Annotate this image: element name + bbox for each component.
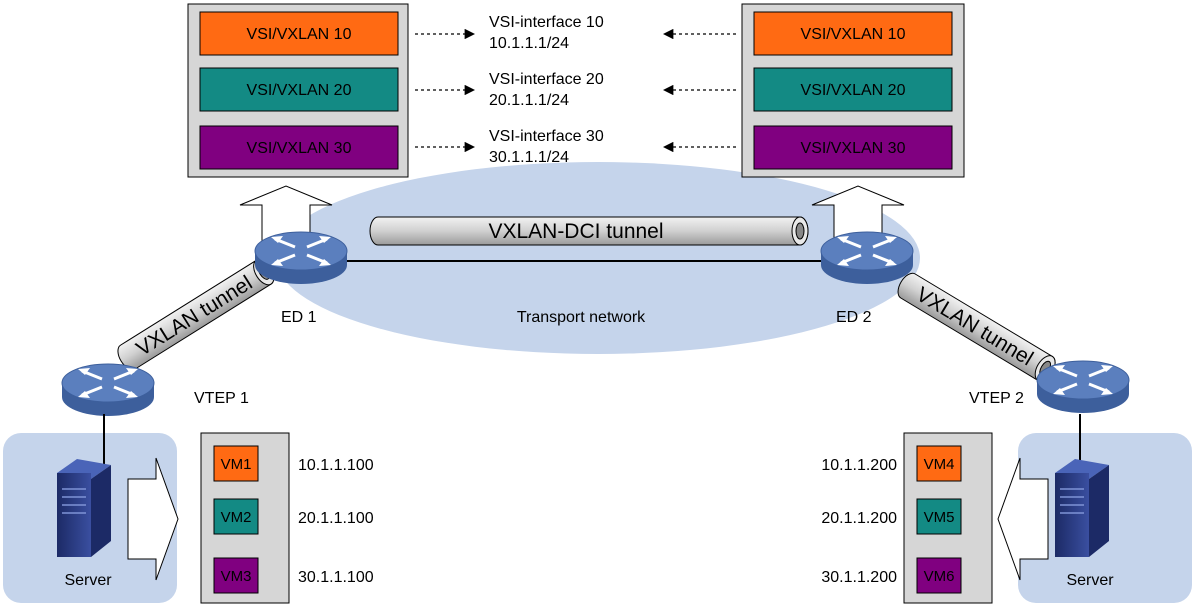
vsi-interface-20-ip: 20.1.1.1/24 xyxy=(489,92,569,109)
right-vxlan-tunnel: VXLAN tunnel xyxy=(897,272,1056,382)
vm2-ip: 20.1.1.100 xyxy=(298,510,374,527)
vm1-box xyxy=(213,445,259,482)
transport-network-label: Transport network xyxy=(517,309,646,326)
vm5-label: VM5 xyxy=(924,509,955,526)
left-vsi-vxlan-10-label: VSI/VXLAN 10 xyxy=(247,26,352,43)
transport-network-cloud xyxy=(276,162,920,354)
ed2-router-icon[interactable] xyxy=(819,230,915,286)
vxlan-dci-tunnel xyxy=(369,216,809,246)
right-vsi-panel: VSI/VXLAN 10 VSI/VXLAN 20 VSI/VXLAN 30 xyxy=(741,3,965,178)
vsi-interface-10-name: VSI-interface 10 xyxy=(489,14,604,31)
right-vsi-vxlan-30-box xyxy=(753,125,953,170)
vm4-ip: 10.1.1.200 xyxy=(821,457,897,474)
ed2-label: ED 2 xyxy=(836,309,872,326)
vm3-box xyxy=(213,557,259,594)
right-vsi-vxlan-10-box xyxy=(753,11,953,56)
left-vsi-vxlan-30-label: VSI/VXLAN 30 xyxy=(247,140,352,157)
vm5-ip: 20.1.1.200 xyxy=(821,510,897,527)
vm1-label: VM1 xyxy=(221,456,252,473)
left-vm-panel: VM1 VM2 VM3 xyxy=(200,432,290,604)
right-vm-panel: VM4 VM5 VM6 xyxy=(903,432,993,604)
vsi-interface-30-ip: 30.1.1.1/24 xyxy=(489,149,569,166)
left-vsi-vxlan-20-box xyxy=(199,67,399,112)
vm2-label: VM2 xyxy=(221,509,252,526)
ed1-label: ED 1 xyxy=(281,309,317,326)
left-server-icon[interactable] xyxy=(56,458,112,558)
vm2-box xyxy=(213,498,259,535)
vm6-ip: 30.1.1.200 xyxy=(821,569,897,586)
vm6-label: VM6 xyxy=(924,568,955,585)
right-server-to-vm-arrow xyxy=(997,457,1049,581)
left-vsi-vxlan-30-box xyxy=(199,125,399,170)
vxlan-dci-tunnel-label: VXLAN-DCI tunnel xyxy=(488,220,663,243)
vsi-interface-20-name: VSI-interface 20 xyxy=(489,71,604,88)
right-vsi-vxlan-20-box xyxy=(753,67,953,112)
vsi-interface-10-ip: 10.1.1.1/24 xyxy=(489,35,569,52)
vtep2-router-icon[interactable] xyxy=(1035,359,1131,415)
left-vsi-panel: VSI/VXLAN 10 VSI/VXLAN 20 VSI/VXLAN 30 xyxy=(187,3,409,178)
right-server-icon[interactable] xyxy=(1054,458,1110,558)
right-vsi-vxlan-10-label: VSI/VXLAN 10 xyxy=(801,26,906,43)
vm3-label: VM3 xyxy=(221,568,252,585)
vtep2-label: VTEP 2 xyxy=(969,390,1024,407)
vtep1-router-icon[interactable] xyxy=(60,362,156,418)
right-vsi-vxlan-30-label: VSI/VXLAN 30 xyxy=(801,140,906,157)
vm6-box xyxy=(916,557,962,594)
vm4-label: VM4 xyxy=(924,456,955,473)
vm1-ip: 10.1.1.100 xyxy=(298,457,374,474)
left-vsi-vxlan-20-label: VSI/VXLAN 20 xyxy=(247,82,352,99)
right-vsi-vxlan-20-label: VSI/VXLAN 20 xyxy=(801,82,906,99)
left-vxlan-tunnel-label: VXLAN tunnel xyxy=(132,271,256,360)
right-vxlan-tunnel-label: VXLAN tunnel xyxy=(912,283,1037,371)
left-server-label: Server xyxy=(64,572,112,589)
ed2-up-arrow xyxy=(811,185,905,246)
left-server-to-vm-arrow xyxy=(127,457,179,581)
vm4-box xyxy=(916,445,962,482)
vm3-ip: 30.1.1.100 xyxy=(298,569,374,586)
right-server-label: Server xyxy=(1066,572,1114,589)
left-vxlan-tunnel: VXLAN tunnel xyxy=(117,259,275,371)
left-vsi-vxlan-10-box xyxy=(199,11,399,56)
vtep1-label: VTEP 1 xyxy=(194,390,249,407)
ed1-up-arrow xyxy=(239,185,333,246)
ed1-router-icon[interactable] xyxy=(253,230,349,286)
vm5-box xyxy=(916,498,962,535)
vsi-interface-30-name: VSI-interface 30 xyxy=(489,128,604,145)
